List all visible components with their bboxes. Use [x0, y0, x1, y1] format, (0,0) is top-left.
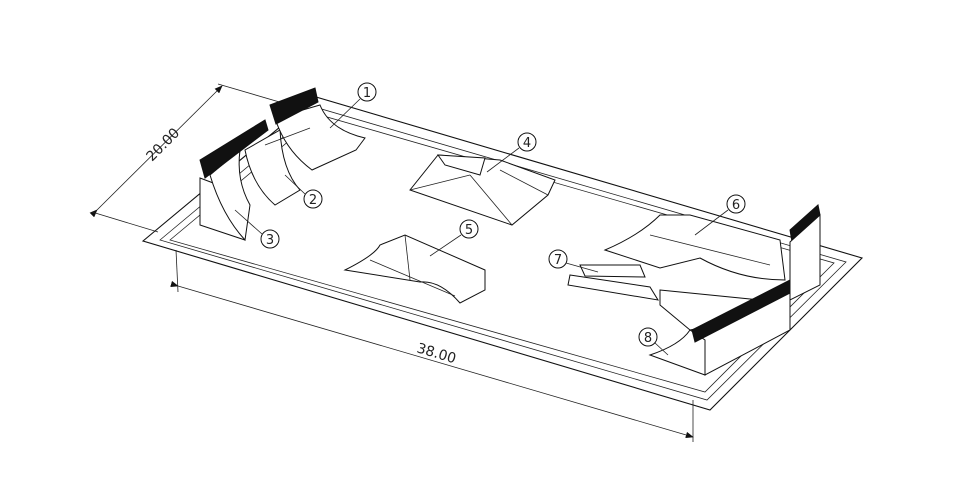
feature-right-ramps	[567, 204, 821, 376]
balloon-1: 1	[329, 82, 377, 129]
feature-left-ramps	[199, 87, 366, 242]
dimension-length-label: 38.00	[415, 340, 458, 367]
balloon-7: 7	[548, 249, 599, 273]
balloon-1-label: 1	[363, 86, 371, 101]
balloon-7-label: 7	[554, 253, 562, 268]
balloon-3-label: 3	[266, 233, 274, 248]
balloon-8: 8	[638, 327, 669, 356]
balloon-5: 5	[429, 219, 479, 257]
balloon-3: 3	[234, 209, 280, 249]
balloon-6-label: 6	[732, 198, 740, 213]
balloon-8-label: 8	[644, 331, 652, 346]
feature-kicker	[343, 234, 486, 304]
balloon-5-label: 5	[465, 223, 473, 238]
balloon-2: 2	[284, 174, 323, 209]
dimension-width-label: 20.00	[144, 125, 184, 165]
feature-funbox	[409, 154, 556, 226]
balloon-2-label: 2	[309, 193, 317, 208]
balloon-4-label: 4	[523, 136, 531, 151]
balloon-6: 6	[694, 194, 746, 236]
balloon-4: 4	[486, 132, 537, 173]
